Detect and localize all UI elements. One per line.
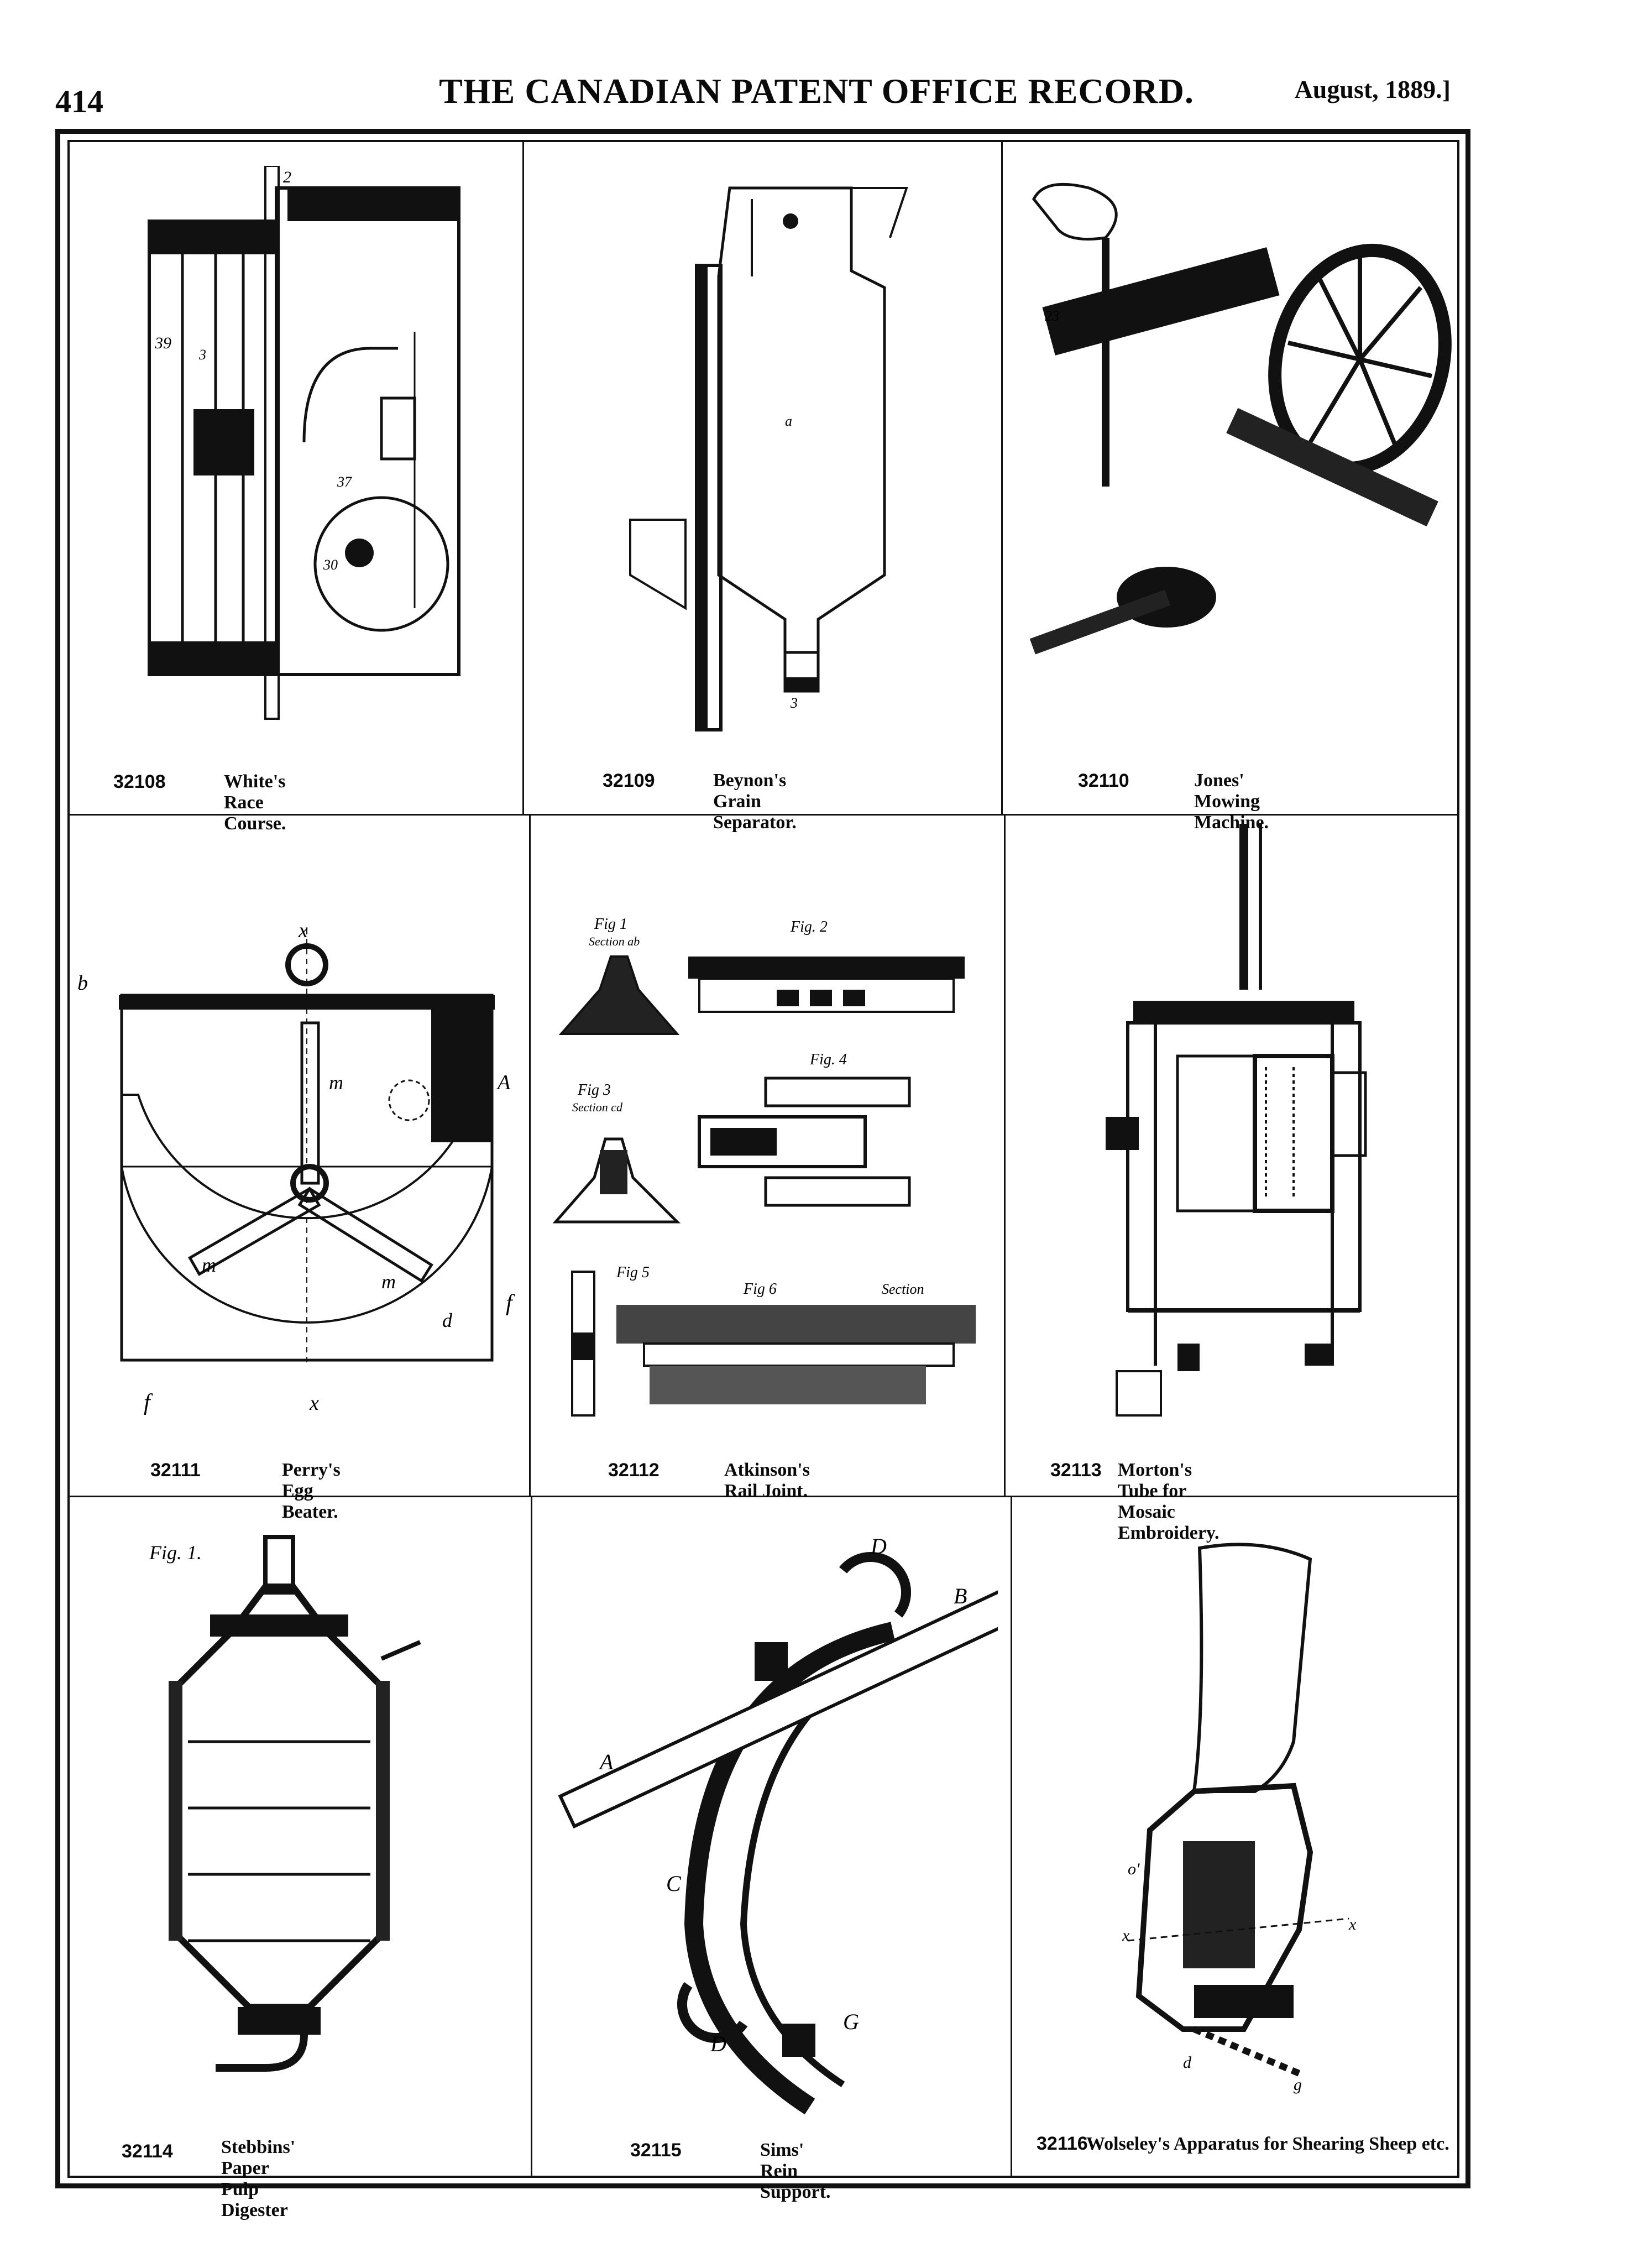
rein-support-illustration: A B C G D D xyxy=(558,1537,998,2115)
patent-title: Sims' Rein Support. xyxy=(760,2140,831,2202)
svg-text:f: f xyxy=(506,1290,515,1316)
mowing-machine-illustration: 23 xyxy=(1029,182,1452,655)
svg-text:Fig 6: Fig 6 xyxy=(743,1281,777,1298)
page-frame-outer xyxy=(55,129,1470,2188)
svg-text:x: x xyxy=(298,919,308,942)
svg-text:37: 37 xyxy=(337,474,352,490)
patent-number: 32115 xyxy=(630,2140,682,2161)
svg-text:23: 23 xyxy=(1045,308,1059,324)
grid-divider-col-2c xyxy=(1011,1496,1012,2178)
svg-text:G: G xyxy=(843,2009,859,2034)
issue-date: August, 1889.] xyxy=(1294,75,1451,103)
svg-text:39: 39 xyxy=(154,334,171,352)
svg-text:m: m xyxy=(381,1271,396,1293)
svg-text:C: C xyxy=(666,1871,682,1896)
patent-title: Atkinson's Rail Joint. xyxy=(724,1460,810,1501)
svg-text:Fig 5: Fig 5 xyxy=(616,1264,650,1281)
patent-title: Perry's Egg Beater. xyxy=(282,1460,341,1522)
grid-divider-col-1b xyxy=(529,814,531,1496)
patent-number: 32111 xyxy=(150,1460,201,1481)
grid-divider-row-1 xyxy=(67,814,1459,816)
svg-text:b: b xyxy=(77,971,88,995)
egg-beater-illustration: x b A m m m d f f x xyxy=(77,919,515,1415)
svg-text:Fig. 2: Fig. 2 xyxy=(790,918,828,936)
grid-divider-row-2 xyxy=(67,1496,1459,1497)
patent-title: Jones' Mowing Machine. xyxy=(1194,770,1269,833)
svg-text:Fig. 4: Fig. 4 xyxy=(809,1051,847,1068)
svg-text:3: 3 xyxy=(198,347,206,363)
svg-text:m: m xyxy=(202,1254,216,1276)
svg-text:A: A xyxy=(598,1749,614,1774)
svg-text:f: f xyxy=(144,1390,153,1415)
patent-title: Wolseley's Apparatus for Shearing Sheep … xyxy=(1086,2134,1449,2154)
svg-text:D: D xyxy=(870,1537,887,1559)
svg-text:Section cd: Section cd xyxy=(572,1100,623,1114)
patent-number: 32114 xyxy=(122,2141,173,2162)
mosaic-embroidery-tube-illustration xyxy=(1106,824,1367,1417)
patent-title: Morton's Tube for Mosaic Embroidery. xyxy=(1118,1460,1219,1543)
svg-text:30: 30 xyxy=(323,557,338,573)
svg-text:Fig 1: Fig 1 xyxy=(594,916,627,933)
patent-title: Stebbins' Paper Pulp Digester xyxy=(221,2137,296,2220)
page-frame-inner xyxy=(67,140,1459,2178)
svg-text:g: g xyxy=(1294,2076,1302,2094)
page-number: 414 xyxy=(55,83,103,119)
patent-title: Beynon's Grain Separator. xyxy=(713,770,797,833)
svg-text:x: x xyxy=(309,1392,319,1415)
svg-text:Fig. 1.: Fig. 1. xyxy=(149,1541,202,1564)
svg-text:m: m xyxy=(329,1072,343,1094)
patent-number: 32113 xyxy=(1050,1460,1102,1481)
svg-text:2: 2 xyxy=(283,168,291,186)
patent-number: 32108 xyxy=(113,771,166,792)
svg-text:d: d xyxy=(442,1309,453,1331)
grain-separator-illustration: 3 a xyxy=(629,186,908,731)
svg-text:Fig 3: Fig 3 xyxy=(577,1081,611,1099)
patent-number: 32116 xyxy=(1037,2133,1088,2154)
pulp-digester-illustration: Fig. 1. xyxy=(149,1535,421,2072)
svg-text:Section ab: Section ab xyxy=(589,934,640,948)
svg-text:o': o' xyxy=(1128,1860,1140,1878)
patent-title: White's Race Course. xyxy=(224,771,286,834)
sheep-shearing-apparatus-illustration: x x o' d g xyxy=(1122,1543,1357,2094)
patent-number: 32110 xyxy=(1078,770,1129,791)
svg-text:Section: Section xyxy=(882,1281,924,1297)
svg-text:x: x xyxy=(1122,1926,1130,1945)
svg-text:A: A xyxy=(496,1071,511,1094)
svg-text:x: x xyxy=(1348,1915,1357,1933)
grid-divider-col-2b xyxy=(1004,814,1006,1496)
svg-text:a: a xyxy=(785,413,792,429)
svg-text:D: D xyxy=(710,2031,726,2056)
rail-joint-illustration: Fig 1 Section ab Fig. 2 Fig 3 Section cd… xyxy=(552,916,976,1417)
grid-divider-col-1a xyxy=(522,140,524,814)
patent-number: 32109 xyxy=(603,770,655,791)
svg-text:B: B xyxy=(954,1584,967,1608)
race-course-illustration: 2 39 3 37 30 xyxy=(148,166,460,720)
grid-divider-col-2a xyxy=(1001,140,1003,814)
svg-text:d: d xyxy=(1183,2053,1192,2072)
svg-text:3: 3 xyxy=(790,695,798,711)
grid-divider-col-1c xyxy=(531,1496,532,2178)
patent-number: 32112 xyxy=(608,1460,660,1481)
journal-title: THE CANADIAN PATENT OFFICE RECORD. xyxy=(439,71,1194,111)
